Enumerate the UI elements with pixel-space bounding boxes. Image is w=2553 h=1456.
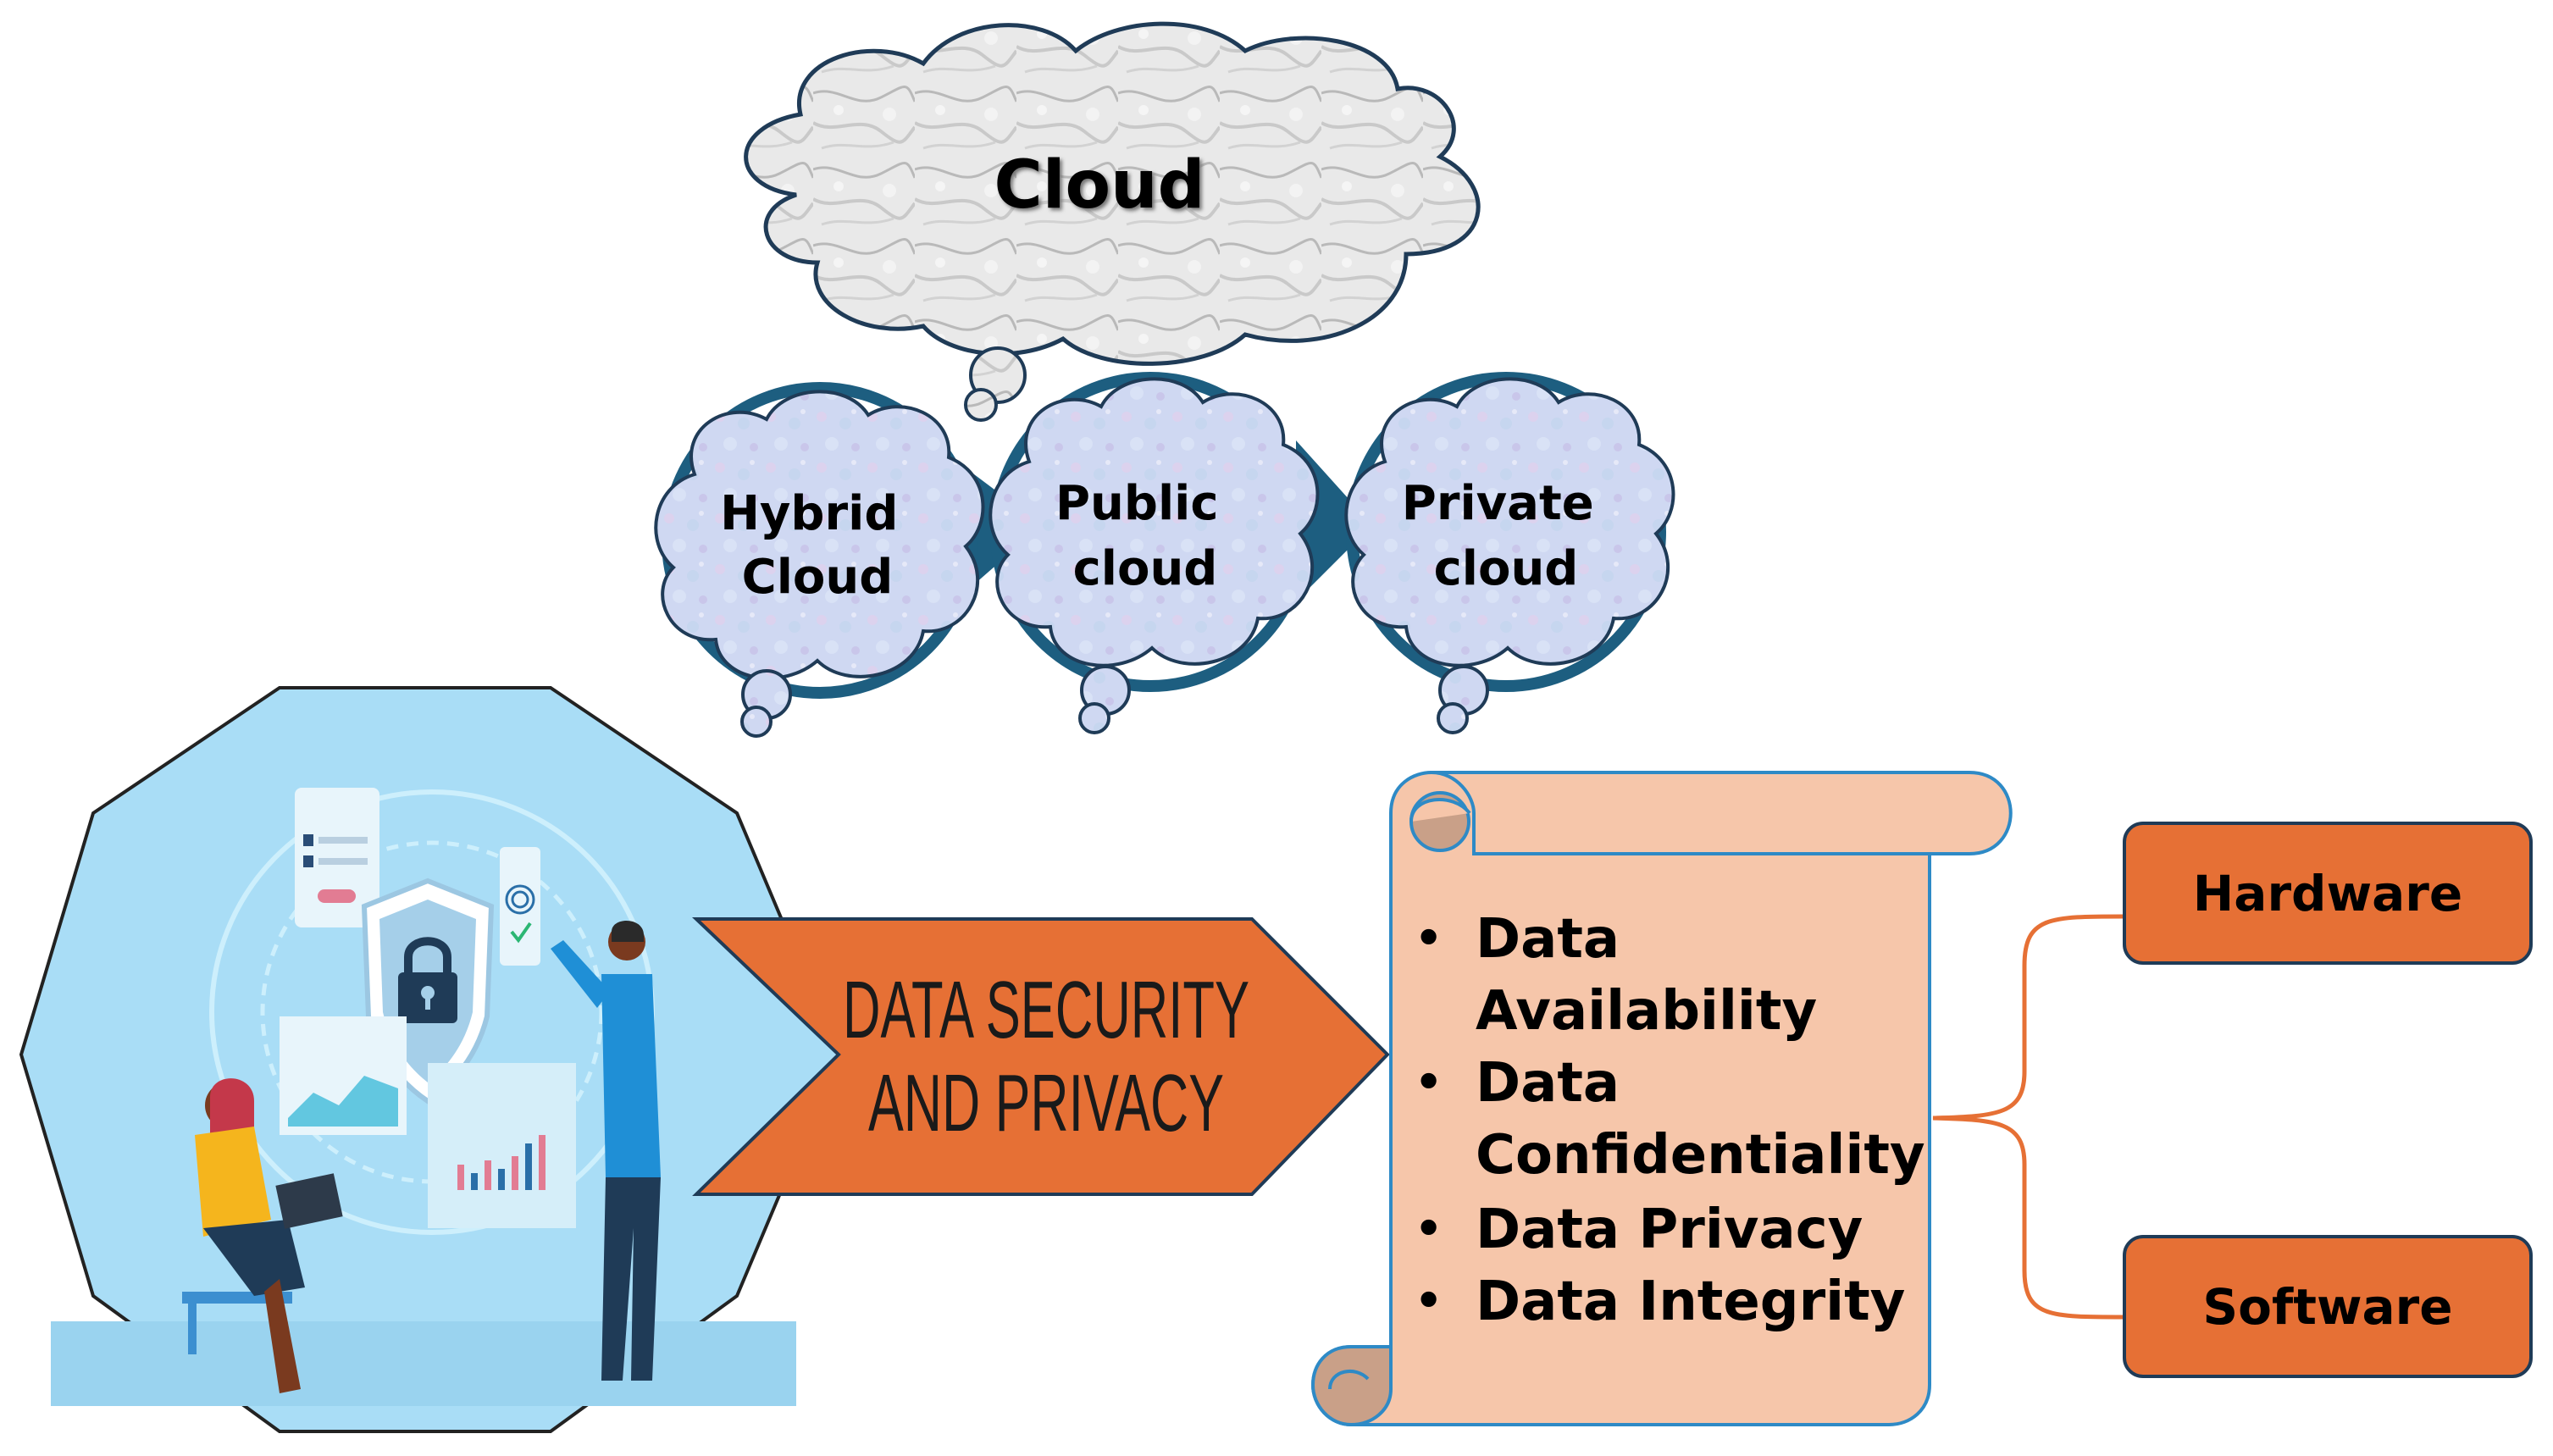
- hardware-box: Hardware: [2123, 822, 2533, 965]
- floor: [51, 1321, 796, 1406]
- bracket-connector: [1932, 914, 2125, 1320]
- bullet: •: [1415, 1057, 1443, 1108]
- software-box: Software: [2123, 1235, 2533, 1378]
- scroll-curl-bottom: [1310, 1345, 1393, 1427]
- arrow-label-2: AND PRIVACY: [868, 1058, 1224, 1149]
- arrow-line2: AND PRIVACY: [868, 1058, 1224, 1149]
- list-item-line1: Data: [1476, 908, 1620, 971]
- public-line2: cloud: [1073, 541, 1218, 596]
- main-cloud: Cloud: [744, 21, 1481, 422]
- thought-bubble-small: [964, 388, 998, 422]
- list-item-privacy: • Data Privacy: [1415, 1199, 1863, 1261]
- bullet: •: [1415, 1276, 1443, 1326]
- arrow-shape: [692, 917, 1390, 1196]
- main-cloud-shape: [744, 21, 1481, 366]
- list-item-integrity: • Data Integrity: [1415, 1271, 1905, 1333]
- hybrid-line1: Hybrid: [720, 486, 898, 541]
- hybrid-line2: Cloud: [742, 550, 894, 605]
- security-illustration: [19, 686, 841, 1433]
- scroll-top-roll: [1430, 771, 2013, 855]
- list-item-line2: Availability: [1476, 980, 1817, 1043]
- cloud-types-group: Hybrid Cloud Public cloud Private cloud: [654, 372, 1675, 738]
- list-item-line2: Confidentiality: [1476, 1124, 1925, 1187]
- arrow-label: DATA SECURITY: [843, 965, 1249, 1055]
- list-item-line1: Data: [1476, 1052, 1620, 1115]
- private-line2: cloud: [1434, 541, 1579, 596]
- arrow-line1: DATA SECURITY: [843, 965, 1249, 1055]
- private-cloud-label: Private cloud: [1402, 476, 1610, 596]
- data-security-arrow: DATA SECURITY AND PRIVACY: [692, 917, 1390, 1196]
- hybrid-cloud-bubble: Hybrid Cloud: [654, 382, 985, 738]
- public-cloud-bubble: Public cloud: [989, 372, 1320, 734]
- bullet: •: [1415, 1204, 1443, 1254]
- software-label: Software: [2202, 1278, 2452, 1336]
- list-item-line1: Data Integrity: [1476, 1271, 1905, 1333]
- bullet: •: [1415, 913, 1443, 964]
- public-line1: Public: [1055, 476, 1219, 531]
- woman-with-laptop-figure: [182, 1078, 343, 1393]
- private-line1: Private: [1402, 476, 1594, 531]
- private-cloud-bubble: Private cloud: [1344, 372, 1675, 734]
- properties-scroll: • Data Availability • Data Confidentiali…: [1310, 770, 2013, 1427]
- bar-chart-card-icon: [428, 1063, 576, 1228]
- hardware-label: Hardware: [2193, 865, 2462, 922]
- man-pointing-figure: [551, 920, 661, 1381]
- list-item-confidentiality: • Data Confidentiality: [1415, 1052, 1925, 1187]
- public-cloud-label: Public cloud: [1055, 476, 1235, 596]
- list-item-availability: • Data Availability: [1415, 908, 1817, 1043]
- hybrid-cloud-label: Hybrid Cloud: [720, 486, 915, 605]
- cloud-label: Cloud: [994, 147, 1205, 224]
- area-chart-card-icon: [280, 1016, 407, 1135]
- scroll-list: • Data Availability • Data Confidentiali…: [1415, 908, 1925, 1333]
- login-card-icon: [295, 788, 379, 927]
- list-item-line1: Data Privacy: [1476, 1199, 1863, 1261]
- fingerprint-card-icon: [500, 847, 540, 966]
